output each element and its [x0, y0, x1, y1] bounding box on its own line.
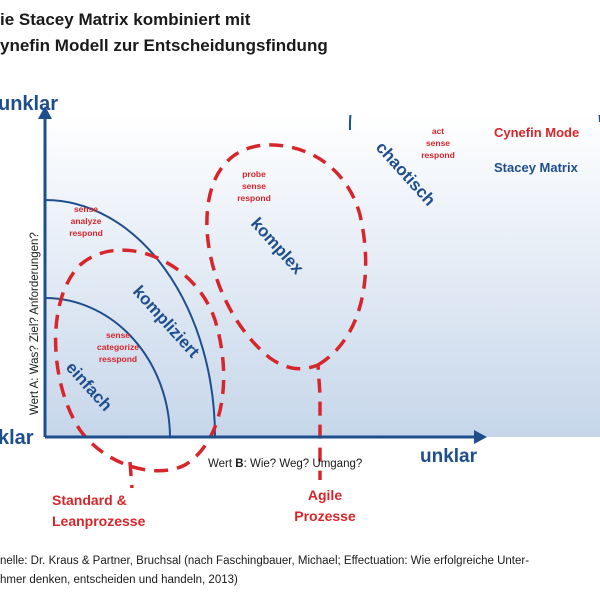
komplex-action-3: respond: [237, 193, 271, 203]
y-axis-label: Wert A: Was? Ziel? Anforderungen?: [29, 232, 41, 415]
source-line-2: hmer denken, entscheiden und handeln, 20…: [0, 574, 238, 586]
cynefin-complex-shape: [205, 143, 368, 480]
stacey-arc-complicated: [45, 199, 216, 437]
y-axis-bottom-label: klar: [0, 427, 34, 449]
x-axis-label-prefix: Wert: [208, 458, 235, 470]
y-axis-top-label: unklar: [0, 93, 58, 115]
callout-standard-line-2: Leanprozesse: [52, 513, 146, 529]
x-axis-label-bold: B: [235, 458, 243, 470]
callout-agile-line-2: Prozesse: [294, 508, 356, 524]
komplex-action-1: probe: [242, 169, 266, 179]
komplex-action-2: sense: [242, 181, 266, 191]
kompliziert-action-3: respond: [69, 228, 103, 238]
cynefin-standard-pointer: [128, 461, 134, 489]
einfach-action-2: categorize: [97, 342, 139, 352]
chaotisch-action-1: act: [432, 126, 444, 136]
title-line-1: ie Stacey Matrix kombiniert mit: [0, 10, 251, 29]
kompliziert-action-2: analyze: [71, 216, 102, 226]
callout-agile-line-1: Agile: [308, 487, 342, 503]
stacey-arc-simple: [45, 297, 171, 437]
legend-stacey: Stacey Matrix: [494, 160, 579, 175]
chaotisch-action-3: respond: [421, 150, 455, 160]
cynefin-ordered-shape: [53, 248, 226, 473]
callout-standard-line-1: Standard &: [52, 492, 127, 508]
x-axis-label-rest: : Wie? Weg? Umgang?: [244, 458, 363, 470]
title-line-2: ynefin Modell zur Entscheidungsfindung: [0, 36, 328, 55]
y-axis-arrow: [38, 106, 52, 119]
einfach-action-1: sense: [106, 330, 130, 340]
stacey-arc-chaotic: [348, 115, 600, 131]
legend-cynefin: Cynefin Mode: [494, 125, 579, 140]
source-line-1: nelle: Dr. Kraus & Partner, Bruchsal (na…: [0, 555, 530, 567]
x-axis-label: Wert B: Wie? Weg? Umgang?: [208, 458, 362, 470]
chaotisch-action-2: sense: [426, 138, 450, 148]
source-note: nelle: Dr. Kraus & Partner, Bruchsal (na…: [0, 552, 600, 590]
kompliziert-action-1: sense: [74, 204, 98, 214]
einfach-action-3: resspond: [99, 354, 137, 364]
x-axis-right-label: unklar: [420, 446, 478, 467]
plot-area: [45, 115, 600, 437]
x-axis-arrow: [474, 430, 487, 444]
